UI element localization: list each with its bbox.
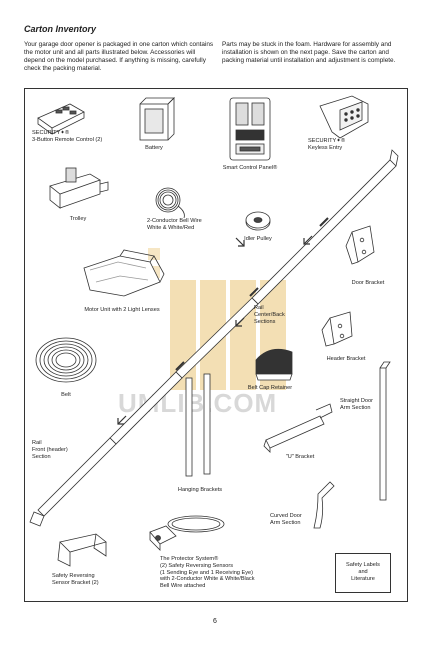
door-bracket-icon	[345, 225, 375, 265]
keyless-entry-icon	[319, 95, 369, 139]
rail-front-label-line1: Rail	[32, 440, 42, 446]
battery-icon	[139, 97, 175, 141]
curved-door-arm-icon	[313, 481, 335, 529]
sensor-bracket-label: Safety Reversing Sensor Bracket (2)	[52, 573, 99, 587]
page-number: 6	[213, 618, 217, 625]
trolley-label: Trolley	[69, 216, 87, 222]
safety-label-line2: and	[358, 569, 368, 575]
bell-wire-coil-icon	[155, 187, 185, 219]
rail-center-back-label-line3: Sections	[254, 318, 276, 325]
header-bracket-icon	[321, 311, 353, 347]
belt-coil-icon	[35, 337, 97, 383]
safety-label-line3: Literature	[351, 576, 375, 582]
sensor-bracket-icon	[57, 533, 107, 567]
bell-wire-label-line1: 2-Conductor Bell Wire	[147, 218, 202, 224]
idler-pulley-label: Idler Pulley	[244, 236, 272, 242]
belt-label: Belt	[61, 392, 71, 398]
remote-label-line1: SECURITY✦®	[32, 130, 70, 136]
intro-right-paragraph: Parts may be stuck in the foam. Hardware…	[222, 41, 396, 64]
sensor-bracket-label-line2: Sensor Bracket (2)	[52, 579, 99, 586]
rail-center-back-label-line1: Rail	[254, 305, 264, 311]
safety-labels-box: Safety Labels and Literature	[335, 553, 391, 593]
protector-system-label: The Protector System® (2) Safety Reversi…	[160, 556, 255, 590]
motor-unit-label: Motor Unit with 2 Light Lenses	[84, 307, 160, 313]
hanging-brackets-icon	[185, 373, 211, 477]
idler-pulley-icon	[245, 211, 271, 231]
sensor-bracket-label-line1: Safety Reversing	[52, 573, 95, 579]
rail-front-section-icon	[29, 437, 117, 527]
belt-cap-retainer-icon	[255, 348, 293, 381]
rail-center-back-label-line2: Center/Back	[254, 311, 285, 318]
protector-label-line4: with 2-Conductor White & White/Black	[160, 576, 255, 583]
straight-door-arm-icon	[379, 361, 391, 501]
remote-control-icon	[37, 103, 85, 135]
rail-center-back-icon	[109, 149, 399, 445]
straight-arm-label-line1: Straight Door	[340, 398, 373, 404]
door-bracket-label: Door Bracket	[351, 280, 385, 286]
u-bracket-icon	[263, 403, 333, 453]
protector-label-line2: (2) Safety Reversing Sensors	[160, 562, 234, 569]
remote-label: SECURITY✦® 3-Button Remote Control (2)	[32, 130, 102, 144]
protector-label-line3: (1 Sending Eye and 1 Receiving Eye)	[160, 569, 253, 576]
rail-front-label-line2: Front (header)	[32, 446, 68, 453]
rail-center-back-label: Rail Center/Back Sections	[254, 305, 285, 325]
protector-label-line1: The Protector System®	[160, 556, 219, 562]
motor-unit-icon	[83, 249, 165, 297]
remote-label-line2: 3-Button Remote Control (2)	[32, 136, 103, 143]
keyless-label-line2: Keyless Entry	[308, 144, 343, 151]
hanging-brackets-label: Hanging Brackets	[177, 487, 223, 493]
safety-label-line1: Safety Labels	[346, 562, 380, 568]
belt-cap-label: Belt Cap Retainer	[247, 385, 293, 391]
straight-arm-label-line2: Arm Section	[340, 404, 371, 411]
intro-left-paragraph: Your garage door opener is packaged in o…	[24, 41, 214, 72]
smart-control-panel-icon	[229, 97, 271, 161]
keyless-label: SECURITY✦® Keyless Entry	[308, 138, 345, 152]
arrow-icon	[117, 235, 313, 425]
protector-label-line5: Bell Wire attached	[160, 583, 206, 590]
rail-front-label-line3: Section	[32, 453, 51, 460]
rail-front-label: Rail Front (header) Section	[32, 440, 68, 460]
trolley-icon	[49, 167, 109, 209]
safety-sensors-icon	[149, 515, 225, 551]
page-title: Carton Inventory	[24, 24, 97, 34]
straight-arm-label: Straight Door Arm Section	[340, 398, 373, 412]
battery-label: Battery	[145, 145, 163, 151]
header-bracket-label: Header Bracket	[326, 356, 366, 362]
bell-wire-label: 2-Conductor Bell Wire White & White/Red	[147, 218, 202, 232]
curved-arm-label: Curved Door Arm Section	[270, 513, 302, 527]
bell-wire-label-line2: White & White/Red	[147, 224, 195, 231]
u-bracket-label: "U" Bracket	[285, 454, 315, 460]
keyless-label-line1: SECURITY✦®	[308, 138, 346, 144]
curved-arm-label-line1: Curved Door	[270, 513, 302, 519]
smart-panel-label: Smart Control Panel®	[222, 165, 278, 171]
inventory-frame	[24, 88, 408, 602]
curved-arm-label-line2: Arm Section	[270, 519, 301, 526]
